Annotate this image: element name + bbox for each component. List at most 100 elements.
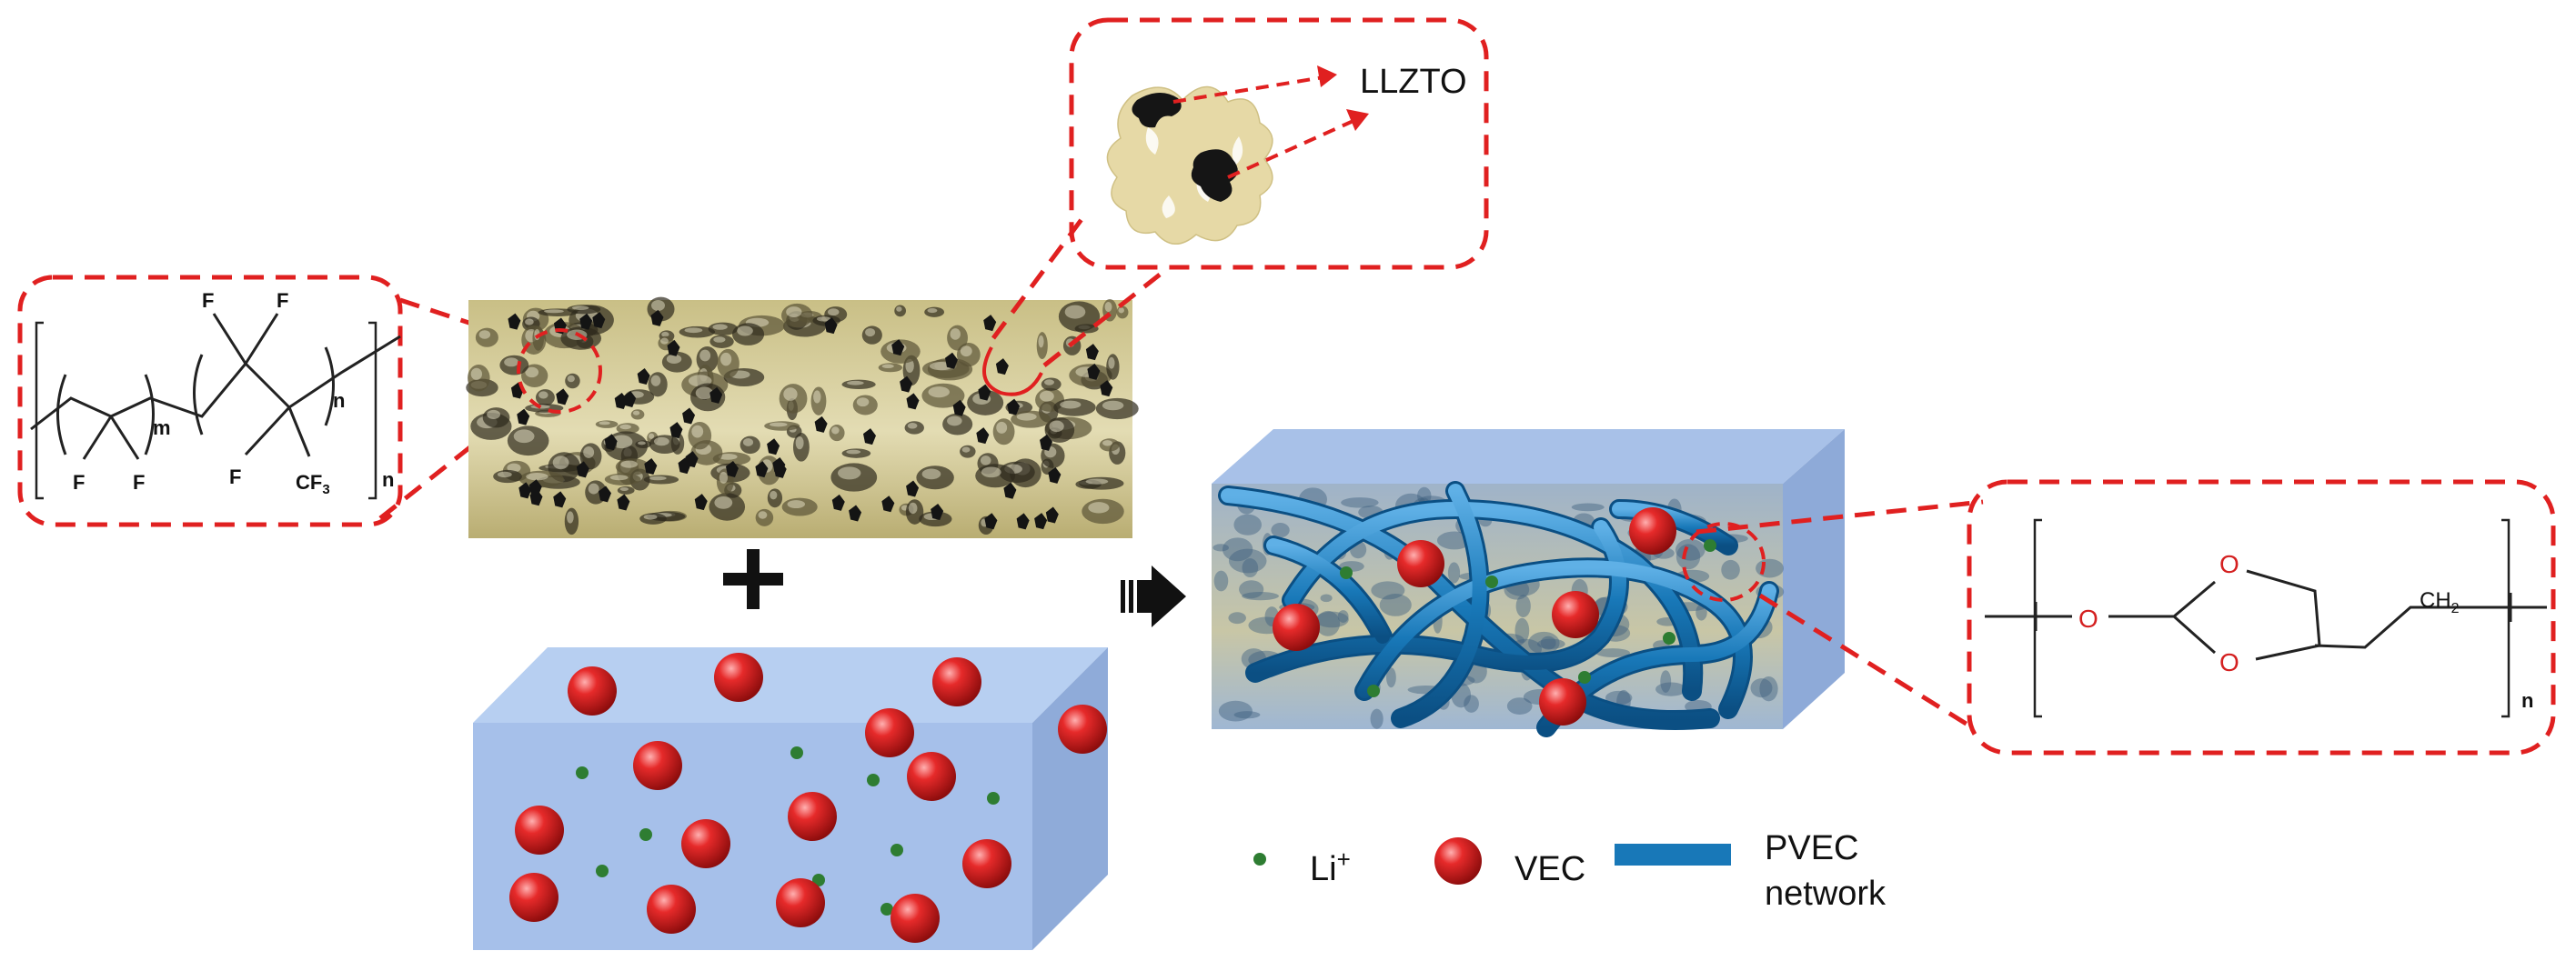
membrane-pore (861, 325, 882, 345)
membrane-pore (975, 464, 1016, 488)
llzto-particle (831, 494, 845, 511)
fluorine-atom-4: F (277, 289, 288, 312)
li-ion (639, 828, 652, 841)
legend-li-label: Li+ (1310, 846, 1351, 888)
membrane-pore (615, 458, 650, 475)
membrane-pore (564, 507, 579, 536)
membrane-pore (960, 445, 976, 458)
li-ion (1663, 632, 1675, 645)
membrane-pore-highlight (632, 410, 640, 415)
li-ion (576, 766, 589, 779)
membrane-pore-highlight (525, 366, 539, 378)
membrane-pore-highlight (846, 449, 861, 455)
membrane-pore-highlight (981, 466, 1001, 478)
membrane-pore-highlight (470, 367, 482, 381)
membrane-pore-highlight (713, 336, 726, 343)
composite-pore (1660, 670, 1672, 693)
composite-pore (1213, 544, 1230, 552)
composite-pore (1750, 678, 1773, 698)
membrane-pore (1116, 305, 1129, 319)
membrane-pore-highlight (1118, 307, 1124, 314)
membrane-pore-highlight (1039, 390, 1054, 402)
membrane-pore (810, 386, 827, 415)
membrane-pore-highlight (544, 309, 564, 314)
membrane-pore-highlight (827, 308, 840, 316)
membrane-pore (740, 435, 760, 455)
composite-pore (1222, 537, 1253, 562)
llzto-particle (669, 422, 683, 439)
membrane-pore (709, 493, 746, 521)
membrane-pore (468, 365, 490, 392)
membrane-pore (1082, 498, 1124, 525)
membrane-pore (1079, 476, 1124, 490)
membrane-pore (639, 513, 667, 525)
membrane-pore-highlight (795, 435, 804, 450)
membrane-pore (878, 363, 903, 373)
llzto-zoom-callout: LLZTO (991, 17, 1489, 367)
legend-pvec-label-line2: network (1765, 875, 1887, 913)
fluorine-atom-2: F (133, 471, 145, 494)
composite-pore (1721, 559, 1740, 580)
membrane-pore-highlight (950, 328, 961, 340)
llzto-label: LLZTO (1360, 63, 1467, 101)
llzto-particle (709, 386, 723, 404)
membrane-pore-highlight (980, 455, 991, 465)
membrane-pore-highlight (650, 375, 661, 386)
membrane-pore (630, 409, 645, 420)
membrane-pore (916, 465, 954, 490)
membrane-pore-highlight (583, 445, 595, 458)
membrane-pore-highlight (742, 438, 754, 446)
membrane-pore-highlight (1108, 356, 1115, 369)
fluorine-atom-3: F (202, 289, 214, 312)
llzto-particle (906, 393, 920, 410)
membrane-pore (1099, 438, 1120, 452)
composite-pore (1315, 610, 1341, 636)
li-ion (880, 903, 893, 916)
llzto-particle (637, 368, 650, 385)
membrane-pore-highlight (497, 471, 512, 478)
membrane-pore-highlight (567, 375, 575, 383)
membrane-pore (482, 407, 510, 428)
composite-pore (1655, 682, 1686, 696)
membrane-pore (475, 327, 498, 347)
membrane-pore (535, 389, 555, 406)
vec-molecule (891, 894, 940, 943)
composite-pore (1271, 522, 1290, 538)
vec-molecule (865, 708, 914, 757)
llzto-particle (667, 339, 680, 356)
composite-pore (1314, 611, 1349, 628)
membrane-pore-highlight (813, 390, 821, 404)
membrane-pore-highlight (649, 433, 655, 439)
vec-molecule (1397, 540, 1444, 587)
fluorine-atom-1: F (73, 471, 85, 494)
membrane-pore (518, 470, 564, 488)
li-ion (1578, 671, 1591, 684)
membrane-pore-highlight (1044, 379, 1054, 385)
membrane-pore-highlight (609, 475, 629, 481)
llzto-particle (604, 434, 618, 451)
porous-membrane-with-llzto (466, 296, 1139, 538)
membrane-pore-highlight (947, 415, 962, 426)
vec-molecule (1629, 507, 1676, 555)
membrane-pore-highlight (1102, 440, 1112, 446)
membrane-pore-highlight (1038, 335, 1044, 348)
membrane-pore (717, 348, 740, 378)
membrane-pore-highlight (526, 473, 548, 481)
membrane-pore-highlight (1049, 420, 1064, 433)
legend-vec-label: VEC (1514, 850, 1585, 888)
membrane-pore-highlight (651, 299, 666, 312)
membrane-pore (767, 488, 783, 508)
membrane-pore (538, 308, 579, 316)
membrane-pore (852, 395, 878, 415)
vec-molecule (681, 819, 730, 868)
membrane-pore-highlight (1088, 502, 1110, 514)
li-ions-composite (1340, 539, 1716, 697)
llzto-particle (1040, 434, 1053, 451)
membrane-pore (1044, 417, 1075, 443)
membrane-pore-highlight (714, 496, 733, 509)
vec-molecule (932, 657, 981, 706)
membrane-pore (708, 322, 739, 335)
membrane-pore-highlight (908, 502, 918, 515)
llzto-particle (617, 494, 630, 511)
membrane-highlight-arc (982, 346, 1043, 396)
